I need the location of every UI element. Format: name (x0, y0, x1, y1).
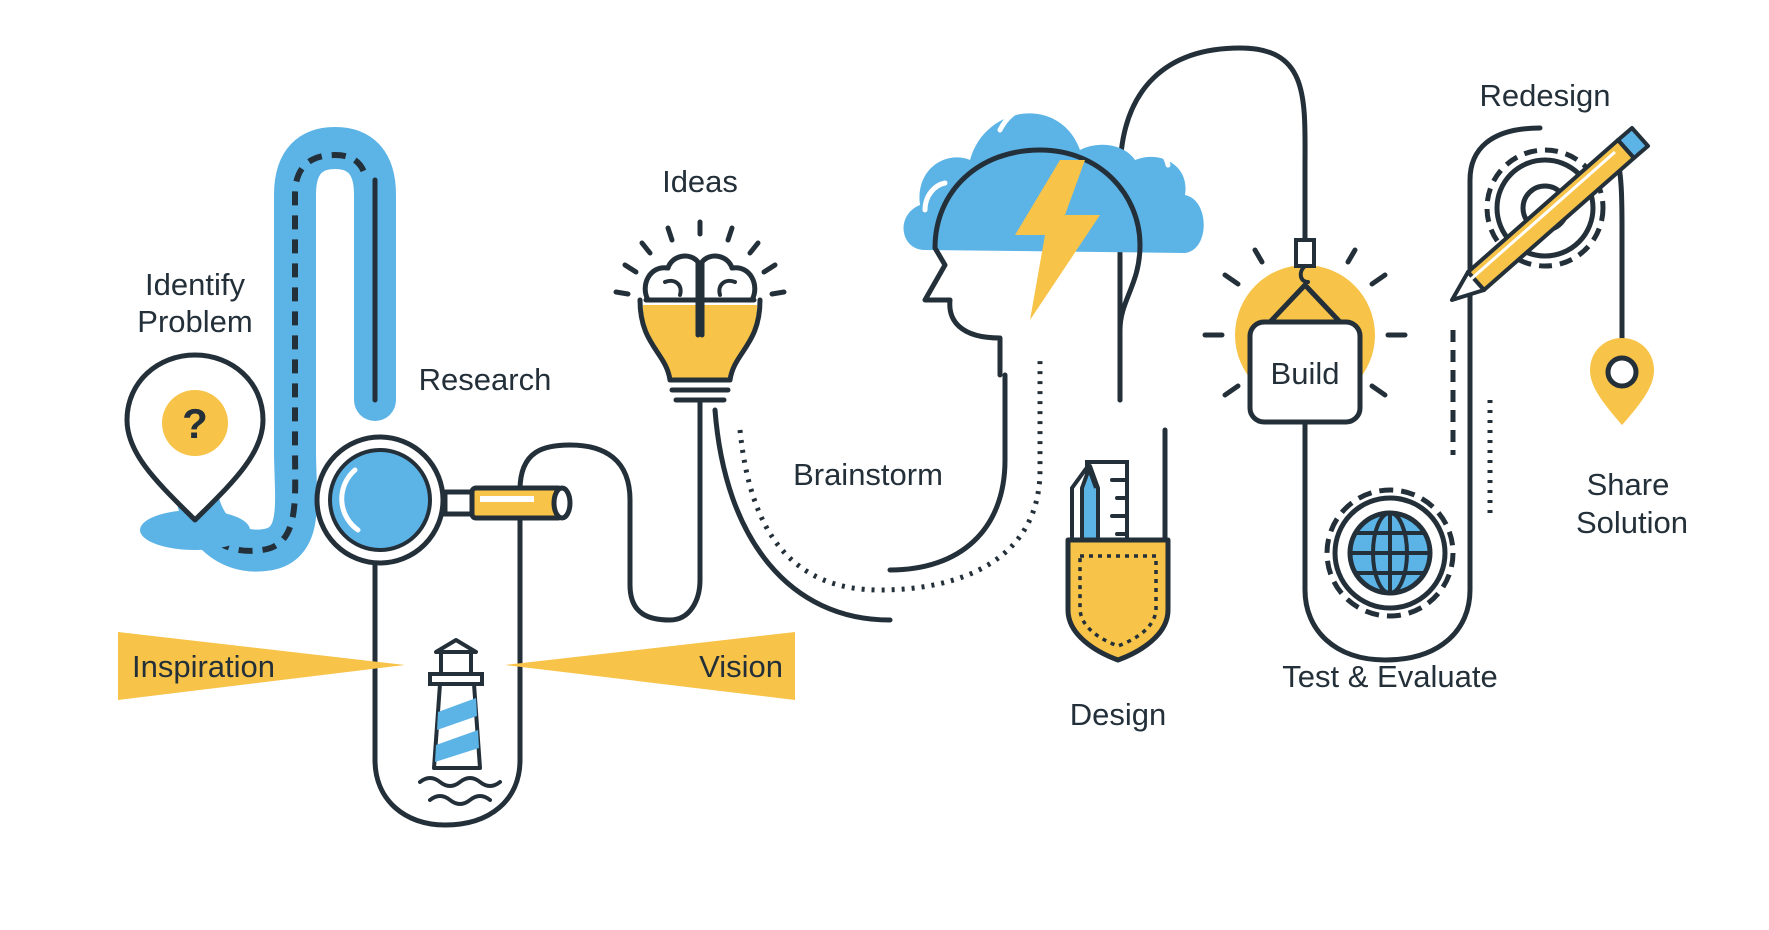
step-labels: Identify Problem Research Ideas Brainsto… (132, 78, 1688, 732)
label-research: Research (419, 362, 552, 397)
build-label: Build (1271, 356, 1340, 391)
label-design: Design (1070, 697, 1167, 732)
gear-globe-icon (1324, 487, 1456, 619)
head-lightning-cloud-icon (903, 103, 1204, 403)
lightbulb-brain-icon (613, 219, 787, 403)
map-pin-question-icon: ? (124, 352, 266, 550)
build-sign-icon: Build (1202, 238, 1408, 425)
label-inspiration: Inspiration (132, 649, 275, 684)
label-identify-problem-line2: Problem (137, 304, 252, 339)
label-ideas: Ideas (662, 164, 738, 199)
magnifier-icon (314, 434, 573, 566)
gear-pencil-icon (1450, 126, 1650, 302)
label-brainstorm: Brainstorm (793, 457, 943, 492)
lighthouse-icon (118, 632, 795, 806)
main-line-path (372, 45, 1625, 828)
label-vision: Vision (699, 649, 783, 684)
label-share-solution-line2: Solution (1576, 505, 1688, 540)
dotted-connectors (737, 330, 1493, 593)
question-mark: ? (182, 400, 208, 447)
label-redesign: Redesign (1480, 78, 1611, 113)
location-pin-icon (1590, 338, 1654, 425)
pocket-pencil-ruler-icon (1065, 460, 1171, 663)
label-test-evaluate: Test & Evaluate (1282, 659, 1497, 694)
label-share-solution-line1: Share (1587, 467, 1670, 502)
label-identify-problem-line1: Identify (145, 267, 245, 302)
